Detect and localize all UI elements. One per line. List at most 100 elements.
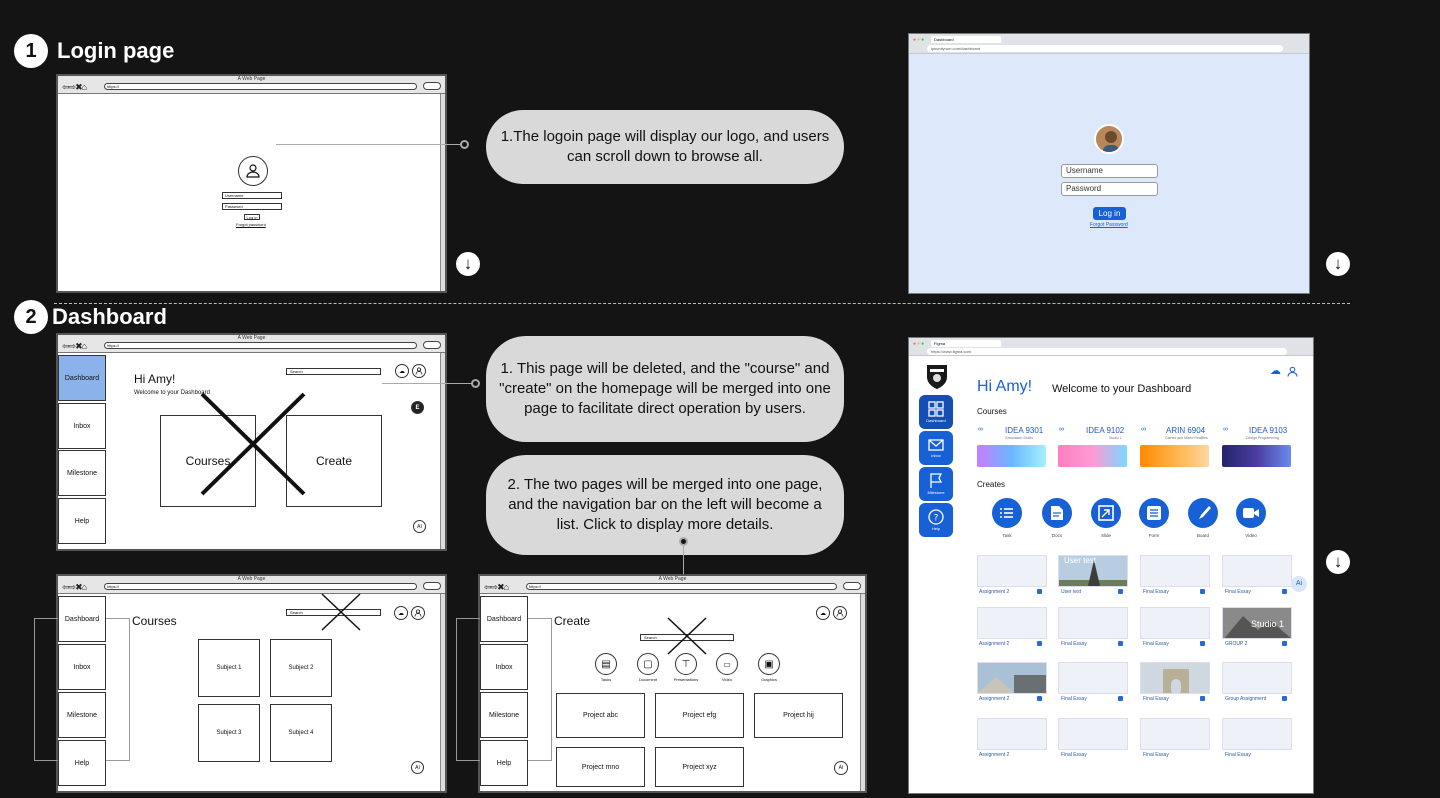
forgot-password-link[interactable]: Forgot password bbox=[236, 222, 266, 227]
nav-buttons[interactable]: ⇦⇨✖⌂ bbox=[62, 582, 87, 592]
window-controls[interactable]: ●●● bbox=[913, 341, 926, 347]
create-tile[interactable]: Create bbox=[286, 415, 382, 507]
browser-tab[interactable]: Dashboard bbox=[931, 36, 1001, 43]
nav-milestone[interactable]: Milestone bbox=[919, 467, 953, 501]
sidebar-item-milestone[interactable]: Milestone bbox=[58, 450, 106, 496]
tasks-icon[interactable]: ▤ bbox=[595, 653, 617, 675]
address-bar[interactable]: https:// bbox=[104, 342, 417, 349]
nav-dashboard[interactable]: Dashboard bbox=[919, 395, 953, 429]
sidebar-item-inbox[interactable]: Inbox bbox=[480, 644, 528, 690]
profile-icon[interactable] bbox=[412, 364, 426, 378]
project-card[interactable]: Project xyz bbox=[655, 747, 744, 787]
course-code[interactable]: IDEA 9103 bbox=[1249, 426, 1288, 435]
video-icon[interactable] bbox=[1236, 498, 1266, 528]
sidebar-item-inbox[interactable]: Inbox bbox=[58, 644, 106, 690]
password-field[interactable]: Password bbox=[1061, 182, 1158, 196]
sidebar-item-help[interactable]: Help bbox=[58, 498, 106, 544]
document-card[interactable] bbox=[1140, 662, 1210, 694]
scroll-down-icon[interactable]: ↓ bbox=[1326, 252, 1350, 276]
task-icon[interactable] bbox=[992, 498, 1022, 528]
video-icon[interactable]: ▭ bbox=[716, 653, 738, 675]
sidebar-item-help[interactable]: Help bbox=[480, 740, 528, 786]
docs-icon[interactable] bbox=[1042, 498, 1072, 528]
cloud-icon[interactable]: ☁ bbox=[394, 606, 408, 620]
scrollbar[interactable] bbox=[440, 353, 445, 549]
username-field[interactable]: Username bbox=[1061, 164, 1158, 178]
document-card[interactable] bbox=[1058, 607, 1128, 639]
document-card[interactable] bbox=[977, 555, 1047, 587]
forgot-password-link[interactable]: Forgot Password bbox=[1090, 222, 1128, 228]
address-bar[interactable]: https:// bbox=[526, 583, 837, 590]
window-controls[interactable]: ●●● bbox=[913, 37, 926, 43]
project-card[interactable]: Project hij bbox=[754, 693, 843, 738]
document-card[interactable] bbox=[1222, 662, 1292, 694]
document-card[interactable]: User test bbox=[1058, 555, 1128, 587]
browser-tab[interactable]: Figma bbox=[931, 340, 1001, 347]
address-bar[interactable]: https://www.figma.com bbox=[927, 348, 1287, 355]
scrollbar[interactable] bbox=[440, 594, 445, 791]
board-icon[interactable] bbox=[1188, 498, 1218, 528]
scroll-down-icon[interactable]: ↓ bbox=[1326, 550, 1350, 574]
sidebar-item-dashboard[interactable]: Dashboard bbox=[480, 596, 528, 642]
nav-buttons[interactable]: ⇦⇨✖⌂ bbox=[62, 341, 87, 351]
document-card[interactable]: Studio 1 bbox=[1222, 607, 1292, 639]
ai-button[interactable]: AI bbox=[834, 761, 848, 775]
address-bar[interactable]: ipsumlyrum.com/dashboard bbox=[927, 45, 1283, 52]
search-pill[interactable] bbox=[423, 582, 441, 590]
sidebar-item-inbox[interactable]: Inbox bbox=[58, 403, 106, 449]
search-input[interactable]: Search bbox=[286, 368, 381, 375]
search-input[interactable]: Search bbox=[286, 609, 381, 616]
nav-buttons[interactable]: ⇦⇨✖⌂ bbox=[484, 582, 509, 592]
document-card[interactable] bbox=[1140, 718, 1210, 750]
address-bar[interactable]: https:// bbox=[104, 583, 417, 590]
nav-help[interactable]: ? Help bbox=[919, 503, 953, 537]
document-card[interactable] bbox=[1140, 555, 1210, 587]
nav-buttons[interactable]: ⇦⇨✖⌂ bbox=[62, 82, 87, 92]
profile-icon[interactable] bbox=[411, 606, 425, 620]
course-banner[interactable] bbox=[1140, 445, 1209, 467]
sidebar-item-milestone[interactable]: Milestone bbox=[58, 692, 106, 738]
graphics-icon[interactable]: ▣ bbox=[758, 653, 780, 675]
cloud-icon[interactable]: ☁ bbox=[1270, 365, 1281, 377]
document-card[interactable] bbox=[1222, 718, 1292, 750]
search-pill[interactable] bbox=[423, 341, 441, 349]
sidebar-item-help[interactable]: Help bbox=[58, 740, 106, 786]
slide-icon[interactable] bbox=[1091, 498, 1121, 528]
scrollbar[interactable] bbox=[440, 94, 445, 291]
profile-icon[interactable] bbox=[833, 606, 847, 620]
profile-icon[interactable] bbox=[1287, 364, 1298, 382]
login-button[interactable]: Log in bbox=[1093, 207, 1126, 220]
cloud-icon[interactable]: ☁ bbox=[395, 364, 409, 378]
form-icon[interactable] bbox=[1139, 498, 1169, 528]
courses-tile[interactable]: Courses bbox=[160, 415, 256, 507]
document-card[interactable] bbox=[1058, 662, 1128, 694]
scroll-down-icon[interactable]: ↓ bbox=[456, 252, 480, 276]
course-banner[interactable] bbox=[1222, 445, 1291, 467]
course-banner[interactable] bbox=[977, 445, 1046, 467]
project-card[interactable]: Project efg bbox=[655, 693, 744, 738]
course-banner[interactable] bbox=[1058, 445, 1127, 467]
presentation-icon[interactable]: ⊤ bbox=[675, 653, 697, 675]
cloud-icon[interactable]: ☁ bbox=[816, 606, 830, 620]
sidebar-item-dashboard[interactable]: Dashboard bbox=[58, 596, 106, 642]
document-card[interactable] bbox=[1140, 607, 1210, 639]
document-card[interactable] bbox=[977, 607, 1047, 639]
subject-tile[interactable]: Subject 2 bbox=[270, 639, 332, 697]
e-badge[interactable]: E bbox=[411, 401, 424, 414]
document-card[interactable] bbox=[977, 662, 1047, 694]
document-card[interactable] bbox=[977, 718, 1047, 750]
subject-tile[interactable]: Subject 3 bbox=[198, 704, 260, 762]
course-code[interactable]: ARIN 6904 bbox=[1166, 426, 1206, 435]
ai-button[interactable]: AI bbox=[411, 761, 424, 774]
ai-button[interactable]: AI bbox=[413, 520, 426, 533]
scrollbar[interactable] bbox=[860, 594, 865, 791]
document-icon[interactable]: ▢ bbox=[637, 653, 659, 675]
sidebar-item-milestone[interactable]: Milestone bbox=[480, 692, 528, 738]
username-field[interactable]: Username bbox=[222, 192, 282, 199]
nav-inbox[interactable]: Inbox bbox=[919, 431, 953, 465]
course-code[interactable]: IDEA 9301 bbox=[1005, 426, 1044, 435]
subject-tile[interactable]: Subject 4 bbox=[270, 704, 332, 762]
document-card[interactable] bbox=[1222, 555, 1292, 587]
subject-tile[interactable]: Subject 1 bbox=[198, 639, 260, 697]
search-pill[interactable] bbox=[843, 582, 861, 590]
